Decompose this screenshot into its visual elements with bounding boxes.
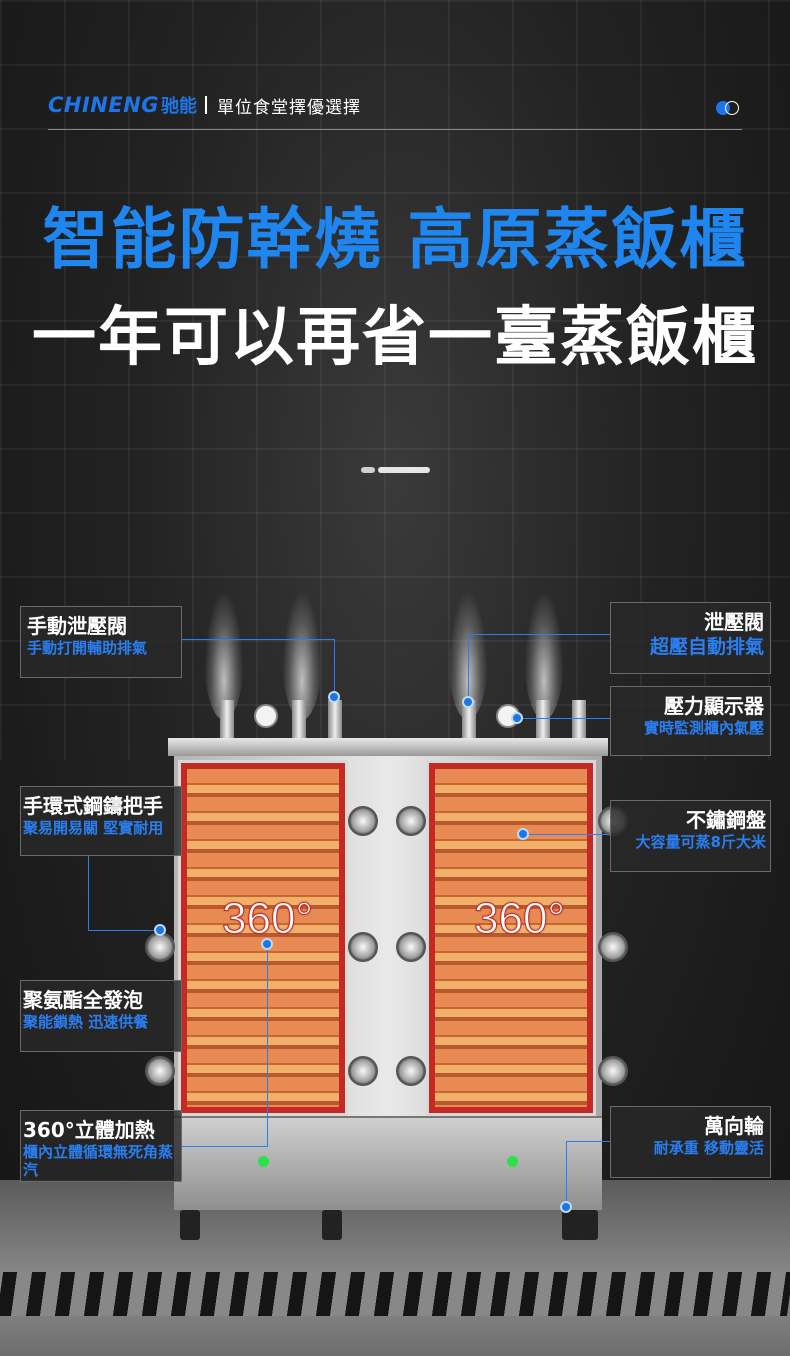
door-handle-knob: [396, 932, 426, 962]
cabinet-top: [168, 738, 608, 756]
brand-logo: CHINENG: [48, 93, 160, 117]
feature-desc: 聚易開易關 堅實耐用: [23, 819, 164, 837]
steam-cabinet: [168, 738, 608, 1210]
callout-line: [523, 834, 610, 835]
hero-title-secondary: 一年可以再省一臺蒸飯櫃: [32, 301, 758, 375]
hotspot-marker[interactable]: [261, 938, 273, 950]
feature-desc: 耐承重 移動靈活: [653, 1139, 764, 1157]
callout-line: [182, 1146, 268, 1147]
brand-logo-cn: 驰能: [161, 96, 198, 117]
heating-badge-right: 360°: [473, 894, 566, 944]
feature-handle: 手環式鋼鑄把手 聚易開易關 堅實耐用: [20, 786, 182, 856]
door-handle-knob: [598, 932, 628, 962]
floor-drain-grate: [0, 1272, 790, 1316]
hotspot-marker[interactable]: [328, 691, 340, 703]
feature-title: 萬向輪: [704, 1114, 764, 1138]
feature-title: 聚氨酯全發泡: [23, 988, 143, 1012]
callout-line: [517, 718, 610, 719]
valve-fitting: [328, 700, 342, 740]
valve-fitting: [462, 700, 476, 740]
caster-wheel-icon: [180, 1210, 200, 1240]
steam-plume: [282, 590, 322, 720]
divider: [205, 96, 208, 114]
steam-plume: [204, 590, 244, 720]
door-handle-knob: [348, 932, 378, 962]
feature-title: 手動泄壓閥: [27, 614, 127, 638]
feature-desc: 聚能鎖熱 迅速供餐: [23, 1013, 149, 1031]
door-handle-knob: [348, 1056, 378, 1086]
feature-desc: 手動打開輔助排氣: [27, 639, 148, 657]
hotspot-marker[interactable]: [517, 828, 529, 840]
door-handle-knob: [396, 806, 426, 836]
feature-relief-valve: 泄壓閥 超壓自動排氣: [610, 602, 771, 674]
brand-bar: CHINENG 驰能 單位食堂擇優選擇: [48, 92, 361, 118]
callout-line: [267, 944, 268, 1146]
callout-line: [182, 639, 335, 640]
hero-title-primary: 智能防幹燒 高原蒸飯櫃: [42, 201, 748, 278]
valve-fitting: [572, 700, 586, 740]
hotspot-marker[interactable]: [560, 1201, 572, 1213]
toggle-icon: [716, 100, 742, 116]
feature-title: 泄壓閥: [704, 610, 764, 634]
steam-plume: [524, 590, 564, 720]
heating-badge-left: 360°: [221, 894, 314, 944]
valve-fitting: [536, 700, 550, 740]
feature-desc: 實時監測櫃內氣壓: [643, 719, 764, 737]
callout-line: [566, 1141, 610, 1142]
callout-line: [468, 634, 469, 702]
feature-foam: 聚氨酯全發泡 聚能鎖熱 迅速供餐: [20, 980, 182, 1052]
feature-title: 不鏽鋼盤: [686, 808, 766, 832]
indicator-light: [507, 1156, 518, 1167]
feature-pressure-display: 壓力顯示器 實時監測櫃內氣壓: [610, 686, 771, 756]
callout-line: [468, 634, 610, 635]
header-divider: [48, 129, 742, 130]
hotspot-marker[interactable]: [154, 924, 166, 936]
feature-desc: 超壓自動排氣: [649, 636, 764, 658]
door-handle-knob: [396, 1056, 426, 1086]
feature-desc: 大容量可蒸8斤大米: [635, 833, 766, 851]
pressure-gauge-icon: [254, 704, 278, 728]
feature-title: 360°立體加熱: [23, 1118, 155, 1142]
feature-manual-valve: 手動泄壓閥 手動打開輔助排氣: [20, 606, 182, 678]
valve-fitting: [292, 700, 306, 740]
caster-wheel-icon: [562, 1210, 582, 1240]
callout-line: [88, 930, 160, 931]
door-handle-knob: [598, 1056, 628, 1086]
door-handle-knob: [145, 1056, 175, 1086]
feature-desc: 櫃內立體循環無死角蒸汽: [23, 1143, 174, 1179]
cabinet-base: [174, 1116, 602, 1210]
brand-tagline: 單位食堂擇優選擇: [217, 97, 362, 118]
feature-steel-tray: 不鏽鋼盤 大容量可蒸8斤大米: [610, 800, 771, 872]
valve-fitting: [220, 700, 234, 740]
callout-line: [88, 856, 89, 930]
feature-title: 手環式鋼鑄把手: [23, 794, 163, 818]
callout-line: [566, 1141, 567, 1207]
feature-wheels: 萬向輪 耐承重 移動靈活: [610, 1106, 771, 1178]
indicator-light: [258, 1156, 269, 1167]
callout-line: [334, 639, 335, 697]
hotspot-marker[interactable]: [462, 696, 474, 708]
hotspot-marker[interactable]: [511, 712, 523, 724]
caster-wheel-icon: [578, 1210, 598, 1240]
feature-heating: 360°立體加熱 櫃內立體循環無死角蒸汽: [20, 1110, 182, 1182]
door-handle-knob: [348, 806, 378, 836]
feature-title: 壓力顯示器: [664, 694, 764, 718]
cabinet-door-right: [426, 760, 596, 1116]
caster-wheel-icon: [322, 1210, 342, 1240]
door-handle-knob: [145, 932, 175, 962]
